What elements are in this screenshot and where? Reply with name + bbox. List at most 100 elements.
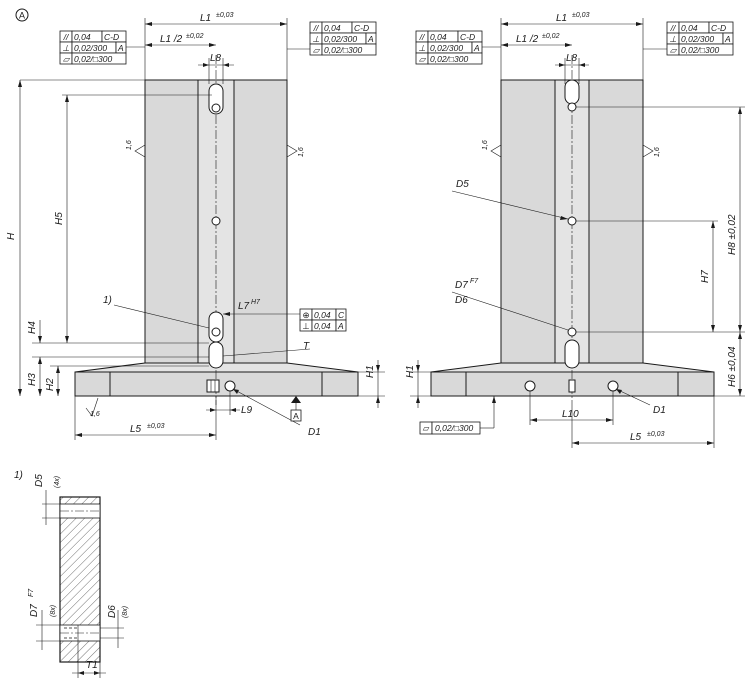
svg-text:C-D: C-D — [104, 32, 119, 42]
hole-lower-b — [567, 327, 577, 337]
roughness-left-b: 1,6 — [482, 140, 489, 150]
detail-d7-fit: F7 — [28, 588, 35, 597]
roughness-symbol-bottom — [85, 397, 99, 417]
dim-d1-a: D1 — [308, 427, 321, 438]
svg-text:A: A — [367, 34, 374, 44]
svg-text:0,04: 0,04 — [681, 23, 698, 33]
dim-l5-b: L5 — [630, 432, 642, 443]
svg-text:A: A — [337, 321, 344, 331]
svg-text:▱: ▱ — [670, 45, 678, 55]
svg-text:0,02/300: 0,02/300 — [74, 43, 107, 53]
dim-l7: L7 — [238, 301, 250, 312]
svg-text:⊥: ⊥ — [669, 34, 676, 44]
detail-d6: D6 — [107, 605, 118, 618]
roughness-symbol-right — [286, 144, 298, 158]
svg-text:⊥: ⊥ — [312, 34, 319, 44]
dim-l9: L9 — [241, 405, 253, 416]
flatness-value: 0,02/□300 — [435, 423, 473, 433]
svg-text:0,02/□300: 0,02/□300 — [430, 54, 468, 64]
hole-top — [211, 103, 221, 113]
svg-text:0,04: 0,04 — [314, 310, 331, 320]
dim-l7-fit: H7 — [251, 299, 261, 306]
dim-l1-half-b: L1 /2 — [516, 34, 539, 45]
dim-l1-half: L1 /2 — [160, 34, 183, 45]
svg-text:0,02/300: 0,02/300 — [681, 34, 714, 44]
svg-text:▱: ▱ — [419, 54, 427, 64]
svg-text:A: A — [724, 34, 731, 44]
dim-t: T — [303, 341, 310, 352]
dim-h1: H1 — [365, 365, 376, 378]
svg-text:C-D: C-D — [460, 32, 475, 42]
dim-h7: H7 — [700, 270, 711, 283]
dim-h3: H3 — [27, 373, 38, 386]
upper-slot-b — [564, 79, 580, 105]
dim-l1-b: L1 — [556, 13, 567, 24]
dim-l1-tol: ±0,03 — [216, 12, 234, 19]
dim-l1-half-tol-b: ±0,02 — [542, 33, 560, 40]
tol-frame-a-left: // 0,04 C-D ⊥ 0,02/300 A ▱ 0,02/□300 — [59, 30, 127, 65]
dim-h8: H8 ±0,02 — [727, 214, 738, 255]
svg-text:0,04: 0,04 — [314, 321, 331, 331]
svg-text://: // — [63, 32, 70, 42]
svg-text://: // — [670, 23, 677, 33]
dim-h: H — [6, 232, 17, 240]
svg-text:0,02/300: 0,02/300 — [324, 34, 357, 44]
dim-h5: H5 — [54, 212, 65, 225]
dim-l1-half-tol: ±0,02 — [186, 33, 204, 40]
svg-text:⊥: ⊥ — [302, 321, 310, 331]
dim-d1-b: D1 — [653, 405, 666, 416]
dim-d7-fit: F7 — [470, 278, 479, 285]
svg-text:C-D: C-D — [354, 23, 369, 33]
svg-text:0,02/□300: 0,02/□300 — [681, 45, 719, 55]
svg-text:A: A — [117, 43, 124, 53]
svg-text:C: C — [338, 310, 345, 320]
svg-text:⊥: ⊥ — [418, 43, 425, 53]
bottom-slot — [208, 341, 224, 369]
dim-h4: H4 — [27, 321, 38, 334]
dim-l5-a-tol: ±0,03 — [147, 423, 165, 430]
svg-text:▱: ▱ — [63, 54, 71, 64]
dim-l5-a: L5 — [130, 424, 142, 435]
bottom-slot-b — [564, 339, 580, 369]
detail-d7-count: (8x) — [50, 605, 57, 617]
tol-frame-b-right: // 0,04 C-D ⊥ 0,02/300 A ▱ 0,02/□300 — [666, 21, 734, 56]
roughness-symbol-left — [134, 144, 146, 158]
dim-h6: H6 ±0,04 — [727, 346, 738, 387]
svg-text:0,04: 0,04 — [430, 32, 447, 42]
tolerance-frames: // 0,04 C-D ⊥ 0,02/300 A ▱ 0,02/□300 // … — [59, 21, 734, 332]
svg-text:⊥: ⊥ — [62, 43, 69, 53]
tol-frame-b-left: // 0,04 C-D ⊥ 0,02/300 A ▱ 0,02/□300 — [415, 30, 483, 65]
roughness-bottom: 1,6 — [90, 411, 100, 418]
dim-l5-b-tol: ±0,03 — [647, 431, 665, 438]
hole-mid — [211, 216, 221, 226]
svg-text:0,04: 0,04 — [324, 23, 341, 33]
hole-lower — [211, 327, 221, 337]
roughness-right-b: 1,6 — [654, 147, 661, 157]
roughness-left: 1,6 — [126, 140, 133, 150]
roughness-right: 1,6 — [298, 147, 305, 157]
datum-a-label: A — [293, 411, 299, 421]
svg-text:0,02/300: 0,02/300 — [430, 43, 463, 53]
detail-d5-count: (4x) — [54, 476, 61, 488]
detail-t1: T1 — [86, 660, 98, 671]
detail-d6-count: (8x) — [122, 606, 129, 618]
svg-text:0,04: 0,04 — [74, 32, 91, 42]
lower-slot — [208, 311, 224, 343]
dim-l1-tol-b: ±0,03 — [572, 12, 590, 19]
datum-triangle — [291, 396, 301, 403]
hole-top-b — [567, 102, 577, 112]
dim-h1-b: H1 — [405, 365, 416, 378]
hole-mid-b — [567, 216, 577, 226]
dim-l1: L1 — [200, 13, 211, 24]
base-square-slot — [206, 379, 220, 393]
svg-text://: // — [419, 32, 426, 42]
detail-d5: D5 — [34, 474, 45, 487]
dim-d5: D5 — [456, 179, 469, 190]
svg-text:C-D: C-D — [711, 23, 726, 33]
view-marker-circle — [15, 8, 29, 22]
svg-text:⊕: ⊕ — [302, 310, 309, 320]
detail-1: 1) D5 (4x) D7 F7 (8x) D6 (8x) T1 — [14, 470, 129, 678]
tol-frame-a-right: // 0,04 C-D ⊥ 0,02/300 A ▱ 0,02/□300 — [309, 21, 377, 56]
dim-l10: L10 — [562, 409, 579, 420]
